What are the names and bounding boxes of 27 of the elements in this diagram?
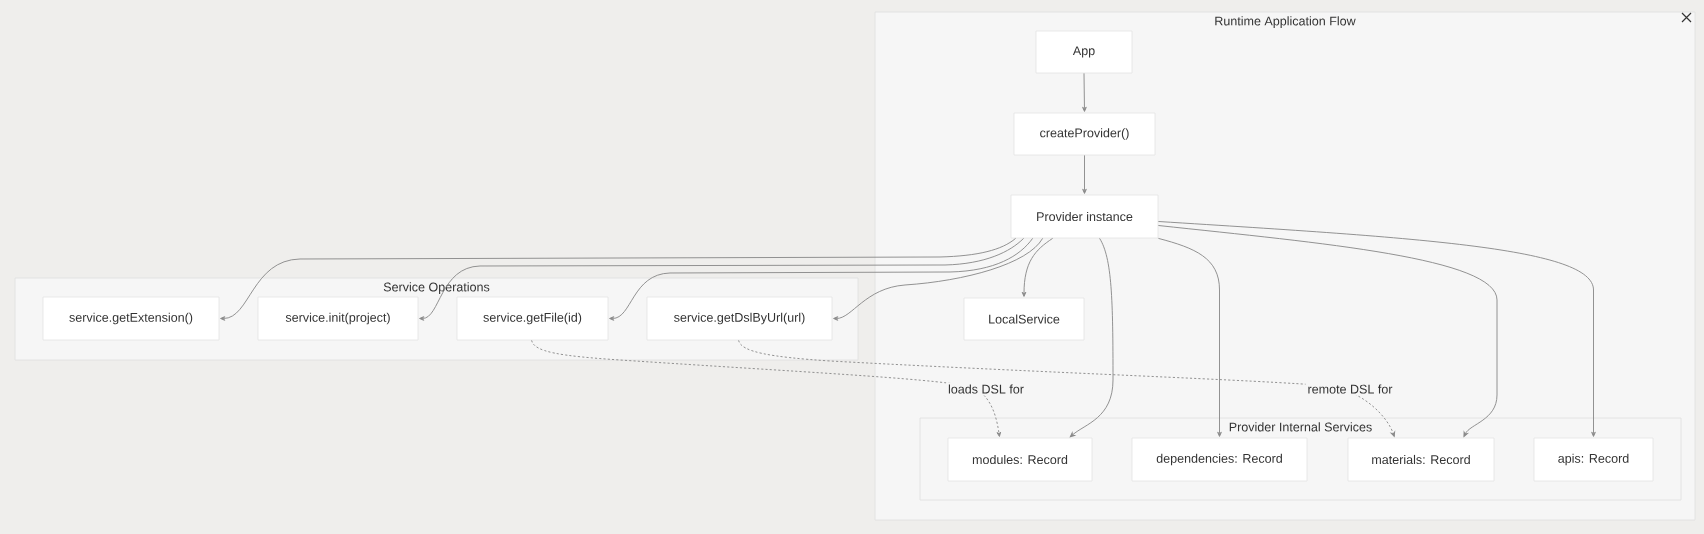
arrow (1069, 237, 1114, 438)
arrow (1157, 237, 1222, 437)
arrow (1082, 72, 1087, 112)
edge-label: remote DSL for (1305, 382, 1395, 396)
process-box: apis: Record (1533, 437, 1654, 482)
process-box: dependencies: Record (1131, 437, 1308, 482)
process-box: service.getDslByUrl(url) (646, 296, 833, 341)
edge-label: loads DSL for (946, 382, 1026, 396)
process-box: modules: Record (947, 437, 1093, 482)
process-box: createProvider() (1013, 112, 1156, 156)
process-box: materials: Record (1347, 437, 1495, 482)
process-box: service.init(project) (257, 296, 419, 341)
process-box: LocalService (963, 297, 1085, 341)
process-box: App (1035, 30, 1133, 74)
arrow (220, 237, 1017, 321)
arrow (419, 237, 1025, 321)
arrow (833, 237, 1044, 321)
arrow (1021, 237, 1054, 297)
arrow (1157, 225, 1498, 437)
process-box: Provider instance (1010, 194, 1159, 239)
arrow (609, 237, 1034, 321)
process-box: service.getFile(id) (456, 296, 609, 341)
process-box: service.getExtension() (42, 296, 220, 341)
dashed-arrow (531, 339, 1002, 437)
dashed-arrow (738, 339, 1396, 437)
arrow (1157, 221, 1596, 437)
arrow (1082, 154, 1087, 194)
